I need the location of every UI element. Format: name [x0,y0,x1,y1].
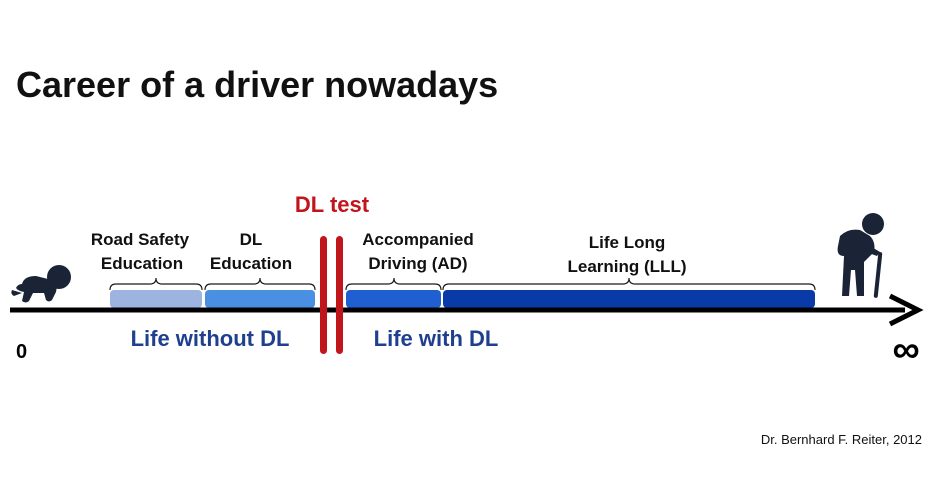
phase-label-lll-line2: Learning (LLL) [568,257,687,276]
phase-label-accompanied-line1: Accompanied [362,230,473,249]
phase-bar-accompanied-driving [346,290,441,308]
phase-label-road-safety-line1: Road Safety [91,230,190,249]
phase-label-dl-education-line1: DL [240,230,263,249]
dl-test-label: DL test [295,192,370,217]
phase-label-dl-education-line2: Education [210,254,292,273]
page-title: Career of a driver nowadays [16,64,499,105]
author-credit: Dr. Bernhard F. Reiter, 2012 [760,432,922,447]
timeline-arrowhead [888,293,924,327]
dl-test-bar-right [336,236,343,354]
phase-bar-life-long-learning [443,290,815,308]
life-without-dl-label: Life without DL [131,326,290,351]
brace-accompanied-driving [345,277,442,291]
brace-life-long-learning [442,277,816,291]
phase-label-lll-line1: Life Long [589,233,665,252]
phase-bar-dl-education [205,290,315,308]
life-with-dl-label: Life with DL [374,326,499,351]
elderly-person-with-cane-icon [837,213,884,298]
phase-label-accompanied-line2: Driving (AD) [368,254,467,273]
phase-bar-road-safety [110,290,202,308]
axis-start-label: 0 [16,341,27,363]
phase-label-road-safety-line2: Education [101,254,183,273]
axis-end-label: ∞ [892,329,919,371]
crawling-baby-icon [11,265,71,303]
dl-test-bar-left [320,236,327,354]
brace-road-safety [109,277,203,291]
brace-dl-education [204,277,316,291]
